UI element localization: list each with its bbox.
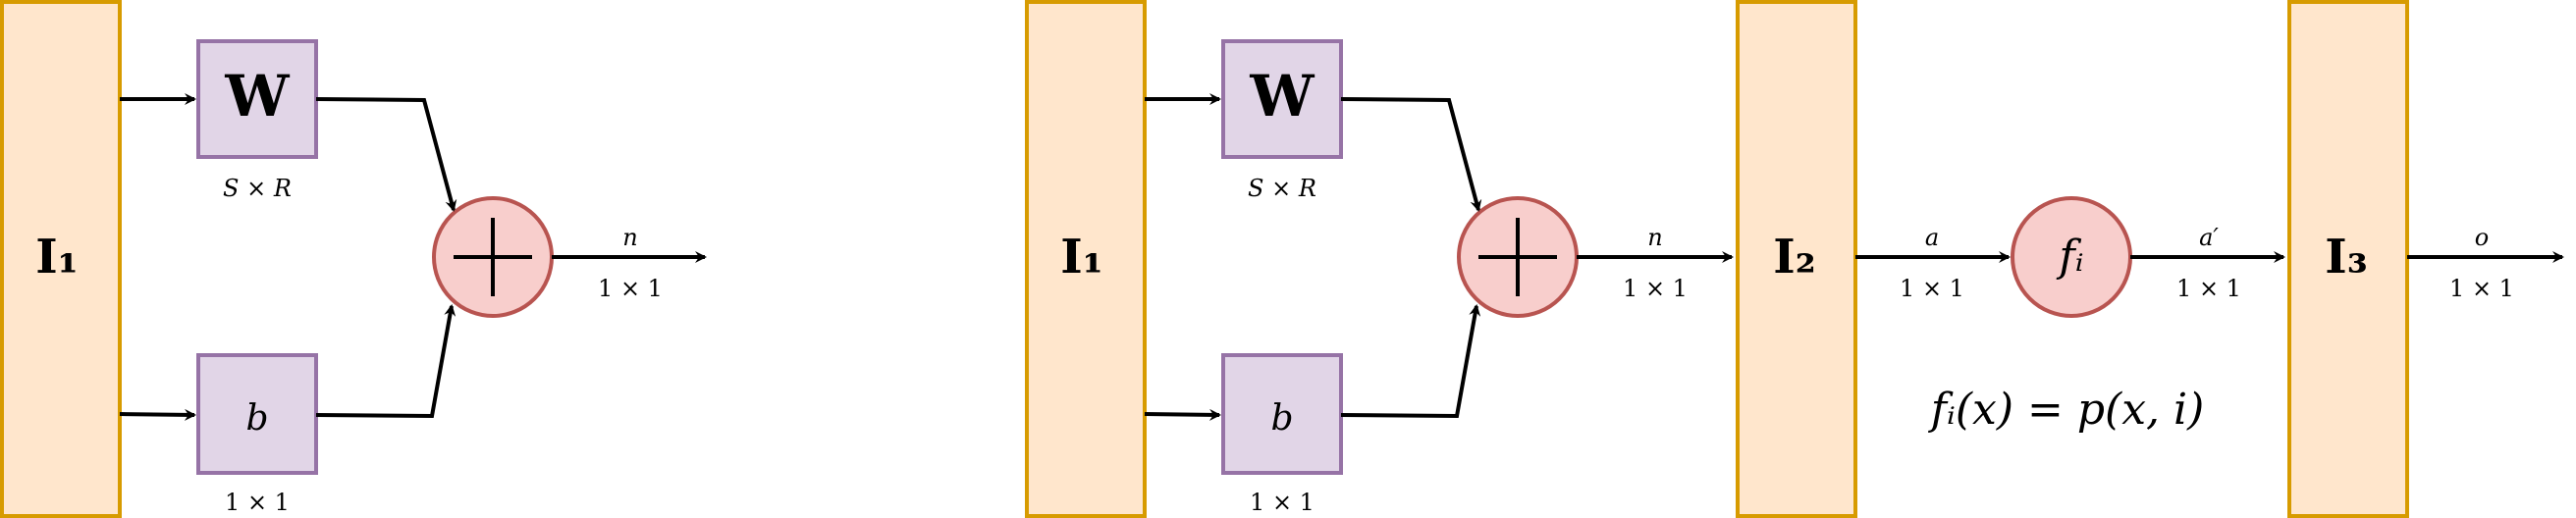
right-weight-box bbox=[1221, 39, 1343, 159]
left-diagram: I₁ W S × R b 1 × 1 n 1 × 1 bbox=[0, 0, 707, 518]
right-edge-input-bias bbox=[1144, 408, 1221, 421]
right-bias-label: b bbox=[1270, 398, 1293, 439]
left-weight-box bbox=[196, 39, 318, 159]
right-o-dim: 1 × 1 bbox=[2449, 275, 2514, 302]
right-func-label: fᵢ bbox=[2056, 232, 2083, 282]
right-a-prime-dim: 1 × 1 bbox=[2176, 275, 2241, 302]
right-edge-bias-sum bbox=[1340, 304, 1481, 419]
left-edge-input-bias bbox=[119, 408, 196, 421]
right-n-dim: 1 × 1 bbox=[1623, 275, 1688, 302]
right-diagram: I₁ W S × R b 1 × 1 n 1 × 1 I₂ a 1 × 1 fᵢ… bbox=[1025, 0, 2564, 518]
right-layer-I2 bbox=[1736, 0, 1857, 518]
left-edge-weight-sum bbox=[315, 97, 457, 212]
right-a-prime-label: a′ bbox=[2199, 224, 2219, 251]
right-weight-label: W bbox=[1249, 63, 1315, 130]
left-bias-box bbox=[196, 353, 318, 475]
left-weight-dim: S × R bbox=[223, 175, 292, 202]
right-layer-I3-label: I₃ bbox=[2325, 230, 2367, 285]
right-equation: fᵢ(x) = p(x, i) bbox=[1928, 385, 2204, 435]
left-weight-label: W bbox=[224, 63, 290, 130]
left-input-layer-I1 bbox=[0, 0, 122, 518]
right-a-label: a bbox=[1925, 224, 1939, 251]
right-input-layer-I1 bbox=[1025, 0, 1147, 518]
right-weight-dim: S × R bbox=[1248, 175, 1316, 202]
left-input-layer-label: I₁ bbox=[35, 230, 78, 285]
left-edge-bias-sum bbox=[315, 304, 456, 419]
left-bias-label: b bbox=[245, 398, 268, 439]
right-n-label: n bbox=[1647, 224, 1662, 251]
left-output-label: n bbox=[622, 224, 637, 251]
left-output-dim: 1 × 1 bbox=[598, 275, 663, 302]
right-a-dim: 1 × 1 bbox=[1900, 275, 1964, 302]
right-input-layer-label: I₁ bbox=[1060, 230, 1102, 285]
right-bias-box bbox=[1221, 353, 1343, 475]
right-edge-weight-sum bbox=[1340, 97, 1482, 212]
left-bias-dim: 1 × 1 bbox=[225, 489, 290, 516]
right-o-label: o bbox=[2475, 224, 2489, 251]
right-layer-I3 bbox=[2287, 0, 2409, 518]
right-bias-dim: 1 × 1 bbox=[1250, 489, 1315, 516]
right-layer-I2-label: I₂ bbox=[1773, 230, 1815, 285]
